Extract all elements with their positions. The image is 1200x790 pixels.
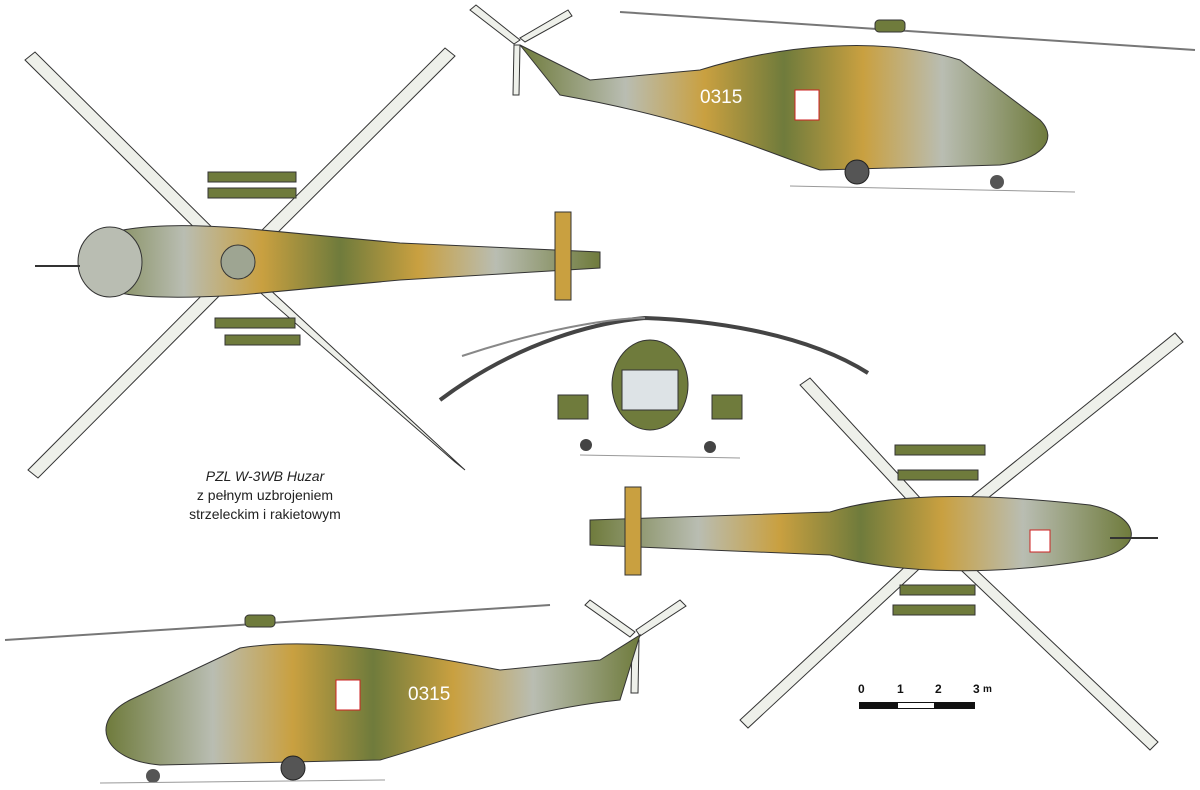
serial-number: 0315 bbox=[700, 87, 742, 108]
scale-label-0: 0 bbox=[858, 682, 865, 696]
side-view-bottom: 0315 bbox=[4, 599, 687, 784]
top-view bbox=[24, 47, 601, 479]
side-view-top: 0315 bbox=[469, 4, 1196, 193]
caption-line-3: strzeleckim i rakietowym bbox=[189, 506, 341, 522]
caption-title: PZL W-3WB Huzar bbox=[205, 468, 325, 484]
scale-label-1: 1 bbox=[897, 682, 904, 696]
scale-segment bbox=[859, 702, 897, 709]
bottom-view bbox=[589, 332, 1184, 751]
scale-bar: 0 1 2 3 m bbox=[855, 682, 1015, 712]
scale-unit: m bbox=[983, 684, 992, 695]
front-view bbox=[438, 315, 870, 459]
scale-label-3: 3 bbox=[973, 682, 980, 696]
caption: PZL W-3WB Huzar z pełnym uzbrojeniem str… bbox=[150, 467, 380, 524]
serial-number: 0315 bbox=[408, 684, 450, 705]
caption-line-2: z pełnym uzbrojeniem bbox=[196, 487, 334, 503]
scale-segment bbox=[897, 702, 935, 709]
scale-segment bbox=[935, 702, 975, 709]
scale-label-2: 2 bbox=[935, 682, 942, 696]
